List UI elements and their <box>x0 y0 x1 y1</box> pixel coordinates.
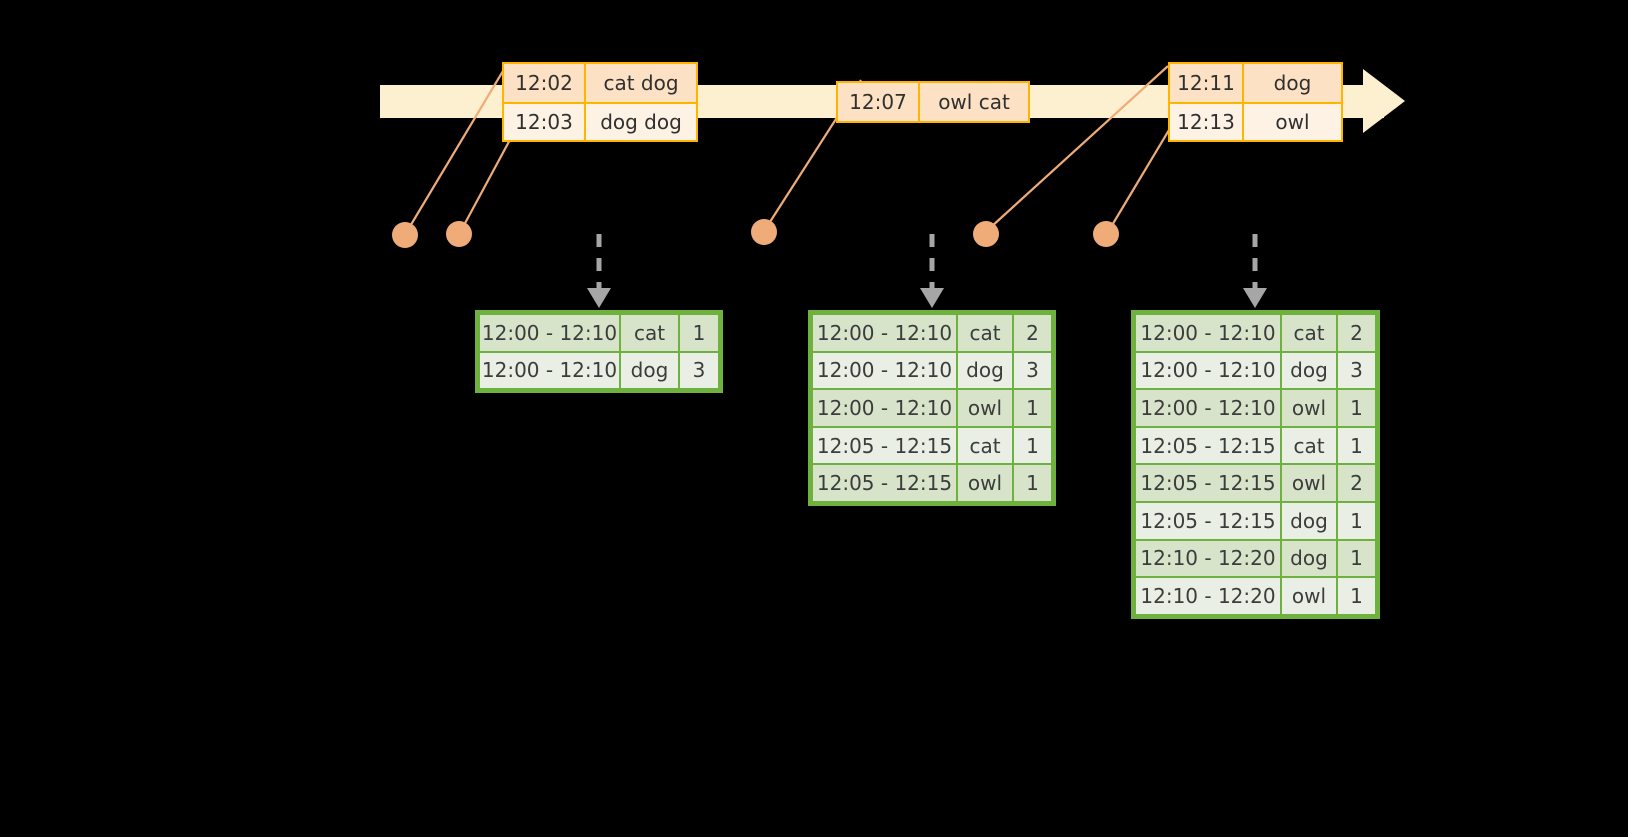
key-cell: dog <box>1281 501 1337 540</box>
key-cell: owl <box>1281 464 1337 502</box>
count-cell: 1 <box>1013 426 1052 465</box>
key-cell: dog <box>1281 539 1337 578</box>
event-marker-12-13 <box>1093 221 1119 247</box>
window-cell: 12:00 - 12:10 <box>812 314 957 352</box>
emit-arrow-1 <box>587 234 611 308</box>
count-cell: 1 <box>1013 389 1052 427</box>
event-marker-12-07 <box>751 219 777 245</box>
key-cell: owl <box>957 389 1013 427</box>
arrowhead-icon <box>920 288 944 308</box>
count-cell: 2 <box>1337 464 1376 502</box>
key-cell: cat <box>1281 314 1337 352</box>
arrowhead-icon <box>587 288 611 308</box>
event-marker-12-03 <box>446 221 472 247</box>
event-time: 12:07 <box>838 83 920 121</box>
event-row: 12:03 dog dog <box>504 102 696 140</box>
window-cell: 12:00 - 12:10 <box>812 351 957 390</box>
event-marker-12-02 <box>392 222 418 248</box>
event-payload: owl <box>1244 104 1341 140</box>
event-time: 12:11 <box>1170 64 1244 102</box>
window-cell: 12:00 - 12:10 <box>1135 351 1281 390</box>
event-payload: dog dog <box>586 104 696 140</box>
key-cell: cat <box>1281 426 1337 465</box>
event-time: 12:13 <box>1170 104 1244 140</box>
key-cell: dog <box>1281 351 1337 390</box>
key-cell: cat <box>620 314 679 352</box>
key-cell: dog <box>620 351 679 390</box>
window-cell: 12:00 - 12:10 <box>479 351 620 390</box>
count-cell: 3 <box>1013 351 1052 390</box>
event-row: 12:02 cat dog <box>504 64 696 102</box>
window-cell: 12:00 - 12:10 <box>1135 389 1281 427</box>
count-cell: 3 <box>1337 351 1376 390</box>
event-row: 12:07 owl cat <box>838 83 1028 121</box>
event-group-3: 12:11 dog 12:13 owl <box>1168 62 1343 142</box>
window-cell: 12:05 - 12:15 <box>1135 501 1281 540</box>
window-cell: 12:05 - 12:15 <box>812 426 957 465</box>
arrowhead-icon <box>1243 288 1267 308</box>
key-cell: cat <box>957 426 1013 465</box>
event-payload: owl cat <box>920 83 1028 121</box>
event-group-2: 12:07 owl cat <box>836 81 1030 123</box>
window-cell: 12:10 - 12:20 <box>1135 539 1281 578</box>
emit-arrow-2 <box>920 234 944 308</box>
window-cell: 12:00 - 12:10 <box>479 314 620 352</box>
event-group-1: 12:02 cat dog 12:03 dog dog <box>502 62 698 142</box>
count-cell: 1 <box>1337 426 1376 465</box>
key-cell: dog <box>957 351 1013 390</box>
time-axis-arrow-icon <box>1363 69 1405 133</box>
key-cell: owl <box>1281 389 1337 427</box>
window-cell: 12:05 - 12:15 <box>812 464 957 502</box>
count-cell: 2 <box>1337 314 1376 352</box>
count-cell: 1 <box>1337 389 1376 427</box>
window-cell: 12:10 - 12:20 <box>1135 577 1281 615</box>
count-cell: 1 <box>1013 464 1052 502</box>
emit-arrow-3 <box>1243 234 1267 308</box>
key-cell: owl <box>1281 577 1337 615</box>
event-time: 12:03 <box>504 104 586 140</box>
window-cell: 12:05 - 12:15 <box>1135 464 1281 502</box>
count-cell: 3 <box>679 351 719 390</box>
count-cell: 1 <box>679 314 719 352</box>
event-time: 12:02 <box>504 64 586 102</box>
event-row: 12:11 dog <box>1170 64 1341 102</box>
leader-line-12-13 <box>1110 124 1173 228</box>
event-payload: dog <box>1244 64 1341 102</box>
event-row: 12:13 owl <box>1170 102 1341 140</box>
key-cell: owl <box>957 464 1013 502</box>
window-cell: 12:05 - 12:15 <box>1135 426 1281 465</box>
window-cell: 12:00 - 12:10 <box>812 389 957 427</box>
count-cell: 1 <box>1337 539 1376 578</box>
count-cell: 1 <box>1337 577 1376 615</box>
count-cell: 2 <box>1013 314 1052 352</box>
event-payload: cat dog <box>586 64 696 102</box>
count-cell: 1 <box>1337 501 1376 540</box>
key-cell: cat <box>957 314 1013 352</box>
window-cell: 12:00 - 12:10 <box>1135 314 1281 352</box>
event-marker-12-11 <box>973 221 999 247</box>
